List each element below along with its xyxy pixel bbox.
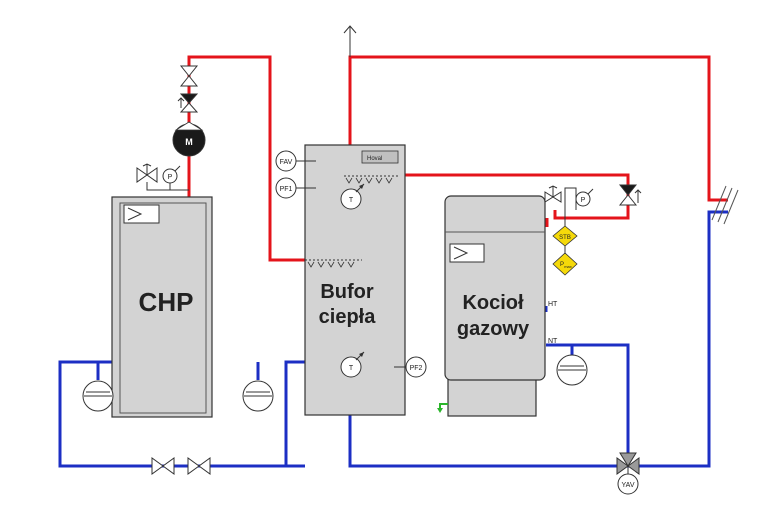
buffer-label-line1: Bufor (320, 281, 374, 303)
boiler-gauge-label: P (581, 197, 586, 204)
boiler-check-valve (618, 184, 642, 206)
distribution-connection (711, 185, 739, 225)
gas-boiler: Kocioł gazowy HT NT (437, 195, 558, 417)
stb-label: STB (559, 235, 571, 241)
chp-pressure-gauge: P (162, 165, 181, 184)
return-shutoff-valve-2 (187, 457, 211, 475)
fav-label: FAV (280, 159, 293, 166)
chp-unit: CHP (111, 196, 213, 418)
buffer-top-thermometer: T (340, 183, 365, 210)
chp-valve-stack: M P (136, 65, 206, 191)
pf2-label: PF2 (410, 365, 423, 372)
boiler-label-line2: gazowy (457, 318, 530, 340)
vent-arrow (343, 25, 357, 57)
chp-label: CHP (139, 287, 194, 317)
chp-inner-panel (119, 202, 207, 414)
chp-gauge-label: P (168, 174, 173, 181)
buffer-brand: Hoval (367, 156, 382, 162)
thermometer-top-label: T (349, 197, 354, 204)
chp-shutoff-valve (179, 65, 199, 87)
return-pipes (58, 210, 728, 468)
boiler-safety-valve (544, 185, 562, 203)
boiler-safety-group: STB P max P (544, 185, 594, 276)
boiler-display-arrow (453, 246, 469, 260)
pf2-sensor: PF2 (394, 356, 427, 378)
chp-expansion-vessel (82, 380, 114, 412)
thermometer-bottom-label: T (349, 365, 354, 372)
boiler-return-pipe (546, 210, 728, 468)
boiler-expansion-vessel (556, 354, 588, 386)
pump-motor-label: M (185, 137, 193, 147)
buffer-label-line2: ciepła (319, 306, 377, 328)
pipe-break-mark-1 (711, 185, 727, 221)
chp-cabinet (111, 196, 213, 418)
yav-label: YAV (622, 482, 635, 489)
chp-circulation-pump: M (172, 121, 206, 157)
chp-gauge-manifold (146, 182, 171, 191)
boiler-label-line1: Kocioł (462, 292, 524, 314)
boiler-nt-label: NT (548, 338, 558, 345)
chp-check-valve (177, 93, 199, 113)
buffer-tank: Hoval Bufor ciepła T T FAV (275, 144, 427, 416)
pipe-break-mark-2 (717, 187, 733, 223)
boiler-manifold (564, 187, 577, 210)
boiler-drain-arrow (437, 408, 443, 413)
stb-sensor: STB (552, 225, 578, 247)
pmax-sub-label: max (564, 264, 572, 269)
buffer-to-boiler-pipe (405, 173, 630, 220)
yav-mixing-valve: YAV (616, 452, 640, 495)
boiler-body (444, 195, 546, 381)
pmax-sensor: P max (552, 252, 578, 276)
buffer-expansion-vessel (242, 380, 274, 412)
boiler-ht-label: HT (548, 301, 558, 308)
buffer-return-pipe (348, 414, 628, 468)
buffer-bottom-thermometer: T (340, 351, 365, 378)
pf1-label: PF1 (280, 186, 293, 193)
buffer-to-distribution-pipe (348, 55, 728, 202)
chp-safety-valve (136, 163, 158, 183)
middle-diffuser-nozzles (307, 261, 355, 268)
pmax-label: P (560, 262, 564, 268)
boiler-pressure-gauge: P (575, 188, 594, 207)
pipe-break-mark-3 (723, 189, 739, 225)
chp-return-loop (58, 360, 305, 468)
fav-sensor: FAV (275, 150, 316, 172)
buffer-brand-plate (361, 150, 399, 164)
top-diffuser-nozzles (345, 177, 393, 184)
pf1-sensor: PF1 (275, 177, 316, 199)
chp-display-arrow (127, 207, 143, 221)
return-shutoff-valve-1 (151, 457, 175, 475)
